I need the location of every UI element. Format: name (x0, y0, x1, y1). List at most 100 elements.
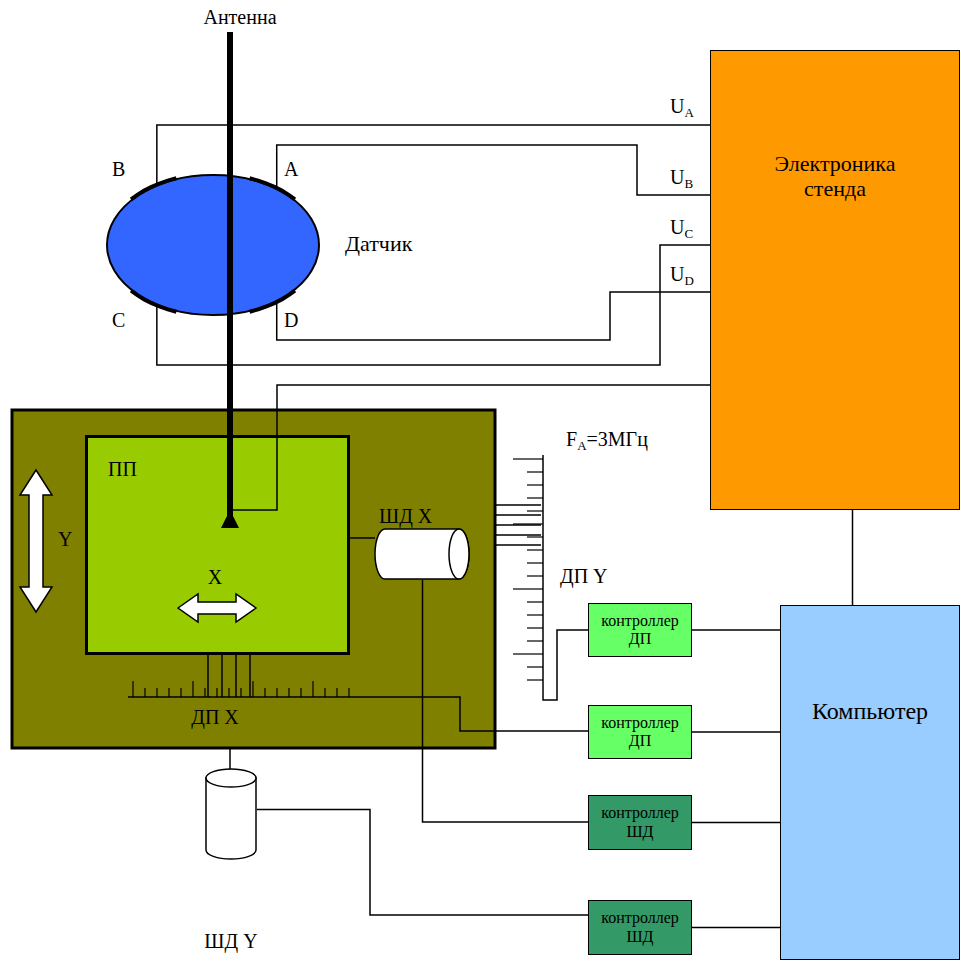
signal-wire (692, 927, 780, 929)
scale-tick (168, 688, 169, 697)
signal-wire (692, 822, 780, 824)
node-label: Компьютер (812, 698, 928, 726)
signal-wire (350, 537, 375, 539)
position-scale: ДП X (128, 676, 358, 698)
scale-tick (312, 681, 313, 697)
scale-tick (228, 688, 229, 697)
scale-tick (144, 688, 145, 697)
node-label: контроллер ШД (591, 909, 689, 946)
signal-wire (692, 731, 780, 733)
dp-x-pointer (208, 655, 250, 697)
signal-wire (358, 697, 588, 731)
electrode-label: C (112, 309, 125, 332)
electrode-label: D (284, 309, 298, 332)
scale-tick (513, 458, 543, 459)
signal-wire (423, 580, 589, 822)
xy-stage (12, 410, 495, 748)
electrode (250, 178, 295, 199)
y-motion-arrow (20, 470, 52, 612)
node-label: контроллер ШД (591, 804, 689, 841)
scale-line (128, 696, 358, 698)
x-motion-arrow (178, 594, 256, 622)
electrode (131, 178, 176, 199)
computer-box: Компьютер (780, 605, 960, 960)
controller-box: контроллер ШД (588, 900, 692, 955)
signal-wire (157, 125, 710, 184)
scale-tick (527, 536, 543, 537)
stepper-motor: ШД X (375, 528, 470, 580)
motor-body (375, 529, 469, 579)
electrode (250, 291, 295, 312)
controller-box: контроллер ДП (588, 603, 692, 657)
scale-tick (513, 588, 543, 589)
scale-tick (527, 510, 543, 511)
scale-tick (527, 666, 543, 667)
stepper-motor-outline (375, 528, 470, 580)
positioner-box: ПП (85, 435, 350, 655)
scale-tick (252, 681, 253, 697)
node-label: ДП X (191, 706, 239, 729)
scale-tick (324, 688, 325, 697)
node-label: ДП Y (560, 565, 608, 588)
scale-tick (240, 688, 241, 697)
axis-label: X (208, 566, 222, 589)
scale-tick (527, 640, 543, 641)
signal-name: UA (670, 95, 694, 121)
scale-tick (527, 562, 543, 563)
motor-shaft (229, 748, 231, 770)
scale-tick (216, 688, 217, 697)
node-label: ШД Y (204, 930, 257, 953)
controller-box: контроллер ШД (588, 795, 692, 850)
node-label: контроллер ДП (591, 714, 689, 751)
scale-tick (180, 688, 181, 697)
scale-tick (513, 653, 543, 654)
scale-tick (336, 688, 337, 697)
signal-wire (543, 630, 588, 700)
signal-wire (157, 245, 710, 365)
position-scale-outline (128, 676, 358, 698)
scale-tick (300, 688, 301, 697)
scale-tick (527, 471, 543, 472)
sensor-ellipse-outline (105, 173, 321, 317)
scale-tick (527, 484, 543, 485)
electrode (131, 291, 176, 312)
stepper-motor: ШД Y (205, 768, 257, 860)
scale-tick (527, 614, 543, 615)
sensor-ellipse: Датчик (105, 173, 321, 317)
scale-tick (156, 688, 157, 697)
scale-tick (348, 688, 349, 697)
signal-name: FA=3МГц (566, 428, 648, 454)
signal-wire (232, 385, 710, 510)
scale-tick (132, 681, 133, 697)
signal-wire (277, 145, 710, 195)
sensor-body (107, 175, 319, 315)
scale-tick (264, 688, 265, 697)
scale-tick (527, 627, 543, 628)
scale-tick (276, 688, 277, 697)
signal-name: UC (670, 216, 693, 242)
signal-name: UB (670, 166, 693, 192)
signal-wire (692, 629, 780, 631)
signal-name: UD (670, 263, 694, 289)
axis-label: Y (58, 528, 72, 551)
scale-tick (192, 681, 193, 697)
scale-tick (527, 601, 543, 602)
scale-line (542, 455, 544, 690)
antenna-tip (221, 510, 239, 528)
controller-box: контроллер ДП (588, 705, 692, 759)
motor-face (449, 529, 469, 579)
scale-tick (527, 497, 543, 498)
scale-tick (527, 549, 543, 550)
electrode-label: A (284, 158, 298, 181)
position-scale-outline (512, 455, 545, 690)
node-label: контроллер ДП (591, 612, 689, 649)
node-label: ПП (108, 458, 137, 481)
scale-tick (527, 679, 543, 680)
node-label: Датчик (345, 231, 412, 256)
motor-body (206, 778, 256, 859)
stepper-motor-outline (205, 768, 257, 860)
signal-wire (257, 809, 588, 915)
